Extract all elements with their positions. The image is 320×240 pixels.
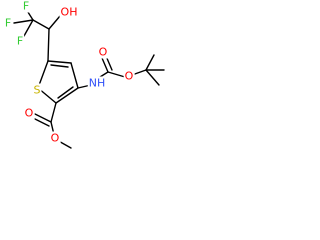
atom-f-lower: F xyxy=(17,35,23,48)
chemical-structure: F F F OH S O O NH O O xyxy=(3,0,165,149)
atom-ester-o: O xyxy=(51,132,60,145)
bond-ester-c-o-double-a xyxy=(34,113,52,123)
bond-c2-c3-double xyxy=(57,86,74,99)
bond-c3-c4 xyxy=(70,62,79,89)
bond-nh-c xyxy=(99,71,109,78)
atom-label-background xyxy=(3,16,13,30)
atom-hydroxyl: OH xyxy=(61,6,78,19)
atom-label-background xyxy=(123,69,135,83)
bond-cf3-choh xyxy=(32,19,50,30)
atom-carbamate-o: O xyxy=(125,70,134,83)
bond-c4-c5-double xyxy=(50,64,69,68)
bond-choh-oh xyxy=(48,15,61,30)
bond-c2-ester-c xyxy=(50,102,57,123)
atom-label-background xyxy=(87,76,107,90)
bond-choh-ring xyxy=(47,28,50,62)
bond-tbu-methyl-bottom xyxy=(145,69,160,86)
atom-amide-nh: NH xyxy=(89,77,106,90)
atom-label-background xyxy=(59,5,79,19)
atom-sulfur: S xyxy=(34,84,41,97)
bond-ester-c-o-double-b xyxy=(32,117,50,127)
atom-carbamate-carbonyl-o: O xyxy=(99,46,108,59)
atom-label-background xyxy=(49,131,61,145)
bonds xyxy=(13,8,165,149)
bond-cf3-f-lower xyxy=(23,19,34,37)
atom-label-background xyxy=(21,0,31,13)
atom-label-background xyxy=(32,83,42,97)
bond-c2-c3 xyxy=(55,87,79,104)
atom-f-top: F xyxy=(23,0,29,13)
bond-carbamate-c-o xyxy=(107,71,126,78)
atom-ester-carbonyl-o: O xyxy=(25,107,34,120)
bond-cf3-f-left xyxy=(13,19,34,24)
bond-c4-c5 xyxy=(47,60,72,64)
atom-labels: F F F OH S O O NH O O xyxy=(3,0,135,145)
atom-f-left: F xyxy=(5,17,11,30)
atom-label-background xyxy=(15,34,25,48)
bond-tbu-methyl-top xyxy=(145,54,155,71)
bond-carbamate-c-o-double-a xyxy=(101,57,109,73)
atom-label-background xyxy=(97,45,109,59)
atom-label-background xyxy=(23,106,35,120)
